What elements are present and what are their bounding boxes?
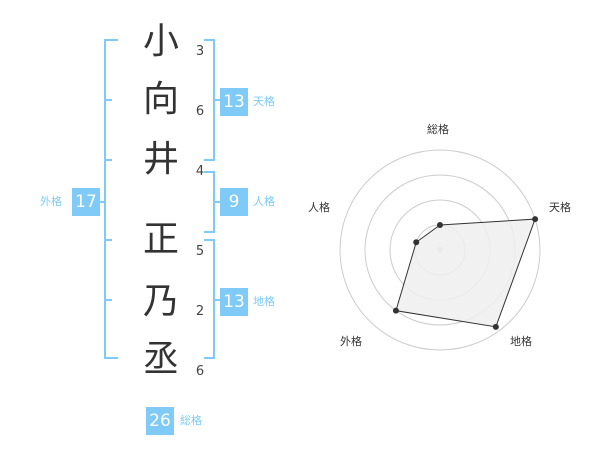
gaikaku-label: 外格	[40, 195, 62, 208]
radar-axis-label-chikaku: 地格	[510, 335, 532, 348]
stroke-count-6: 6	[195, 364, 205, 379]
soukaku-value: 26	[146, 407, 174, 435]
radar-point-4	[392, 307, 399, 314]
radar-axis-label-jinkaku: 人格	[308, 201, 330, 214]
jinkaku-label: 人格	[253, 195, 275, 208]
tenkaku-label: 天格	[253, 95, 275, 108]
stroke-count-4: 5	[195, 244, 205, 259]
radar-axis-label-tenkaku: 天格	[549, 201, 571, 214]
gaikaku-bracket	[92, 39, 118, 359]
radar-point-3	[492, 323, 499, 330]
jinkaku-value: 9	[220, 188, 248, 216]
name-char-1: 小	[142, 21, 179, 62]
radar-series-polygon	[395, 218, 536, 328]
chikaku-value: 13	[220, 288, 248, 316]
tenkaku-bracket	[204, 39, 220, 161]
name-char-6: 丞	[142, 339, 179, 380]
name-char-5: 乃	[142, 281, 179, 322]
stroke-count-1: 3	[195, 44, 205, 59]
radar-axis-label-gaikaku: 外格	[340, 335, 362, 348]
radar-axis-label-soukaku: 総格	[427, 123, 449, 136]
tenkaku-value: 13	[220, 88, 248, 116]
name-char-2: 向	[142, 79, 179, 120]
radar-point-5	[413, 239, 420, 246]
stroke-count-3: 4	[195, 164, 205, 179]
stroke-count-2: 6	[195, 104, 205, 119]
stroke-count-5: 2	[195, 304, 205, 319]
name-char-3: 井	[142, 139, 179, 180]
chikaku-bracket	[204, 239, 220, 359]
radar-ring-4	[339, 149, 541, 351]
radar-point-2	[532, 216, 539, 223]
name-char-4: 正	[142, 219, 179, 260]
radar-point-1	[437, 222, 443, 228]
soukaku-label: 総格	[180, 414, 202, 427]
gaikaku-value: 17	[72, 188, 100, 216]
jinkaku-bracket	[204, 171, 220, 233]
chikaku-label: 地格	[253, 295, 275, 308]
